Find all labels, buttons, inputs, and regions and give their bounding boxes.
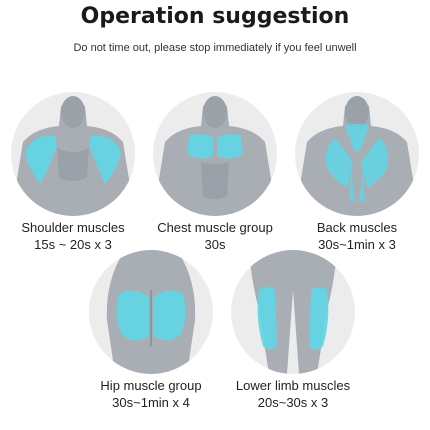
muscle-label: Shoulder muscles xyxy=(21,220,125,235)
chest-illustration xyxy=(153,92,277,216)
muscle-label: Lower limb muscles xyxy=(235,378,351,393)
card-back-muscles: Back muscles 30s~1min x 3 xyxy=(292,92,422,252)
lower-limb-illustration xyxy=(231,250,355,374)
hip-illustration xyxy=(89,250,213,374)
shoulder-illustration xyxy=(11,92,135,216)
muscle-time: 15s ~ 20s x 3 xyxy=(34,237,112,252)
page-title: Operation suggestion xyxy=(80,4,350,29)
card-shoulder-muscles: Shoulder muscles 15s ~ 20s x 3 xyxy=(8,92,138,252)
card-hip-muscle-group: Hip muscle group 30s~1min x 4 xyxy=(86,250,216,410)
back-illustration xyxy=(295,92,419,216)
muscle-time: 30s~1min x 4 xyxy=(112,395,190,410)
muscle-label: Back muscles xyxy=(316,220,398,235)
muscle-label: Hip muscle group xyxy=(100,378,202,393)
page-subtitle: Do not time out, please stop immediately… xyxy=(73,42,357,54)
muscle-time: 30s~1min x 3 xyxy=(318,237,396,252)
muscle-label: Chest muscle group xyxy=(157,220,273,235)
card-lower-limb-muscles: Lower limb muscles 20s~30s x 3 xyxy=(228,250,358,410)
muscle-time: 20s~30s x 3 xyxy=(257,395,329,410)
muscle-time: 30s xyxy=(204,237,226,252)
card-chest-muscle-group: Chest muscle group 30s xyxy=(150,92,280,252)
